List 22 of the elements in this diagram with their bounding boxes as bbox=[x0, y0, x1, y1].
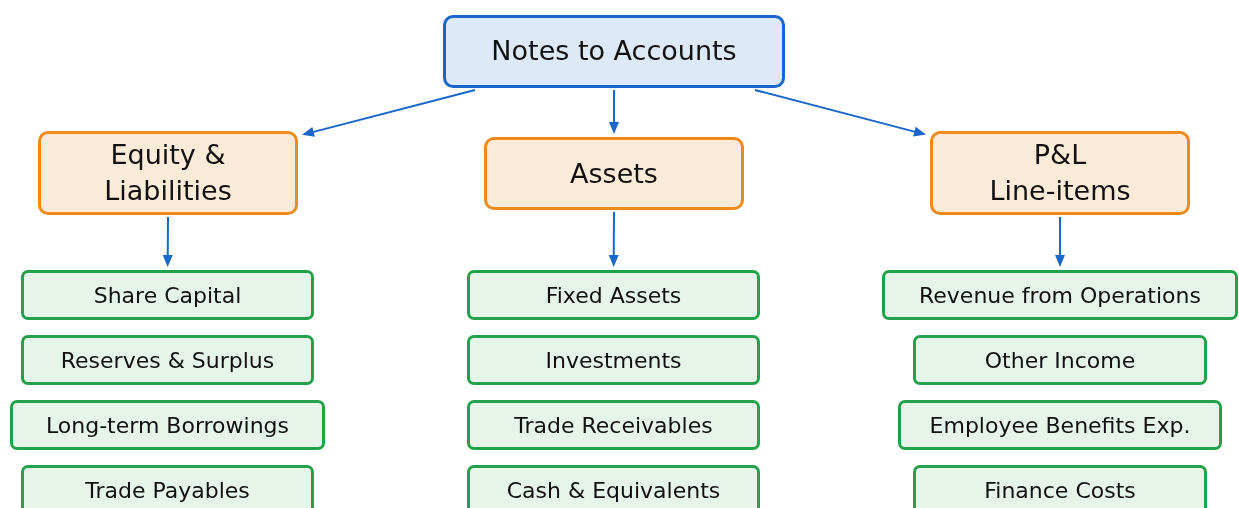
item-box: Employee Benefits Exp. bbox=[898, 400, 1222, 450]
item-box: Long-term Borrowings bbox=[10, 400, 325, 450]
item-box: Investments bbox=[467, 335, 760, 385]
item-box: Trade Payables bbox=[21, 465, 314, 508]
category-box: P&L Line-items bbox=[930, 131, 1190, 215]
arrow bbox=[302, 89, 476, 137]
arrow bbox=[608, 211, 619, 267]
arrow bbox=[754, 89, 926, 137]
item-box: Fixed Assets bbox=[467, 270, 760, 320]
item-box: Finance Costs bbox=[913, 465, 1207, 508]
category-box: Equity & Liabilities bbox=[38, 131, 298, 215]
arrow bbox=[609, 89, 619, 134]
item-box: Cash & Equivalents bbox=[467, 465, 760, 508]
item-box: Other Income bbox=[913, 335, 1207, 385]
arrow bbox=[1055, 216, 1065, 267]
item-box: Revenue from Operations bbox=[882, 270, 1238, 320]
item-box: Reserves & Surplus bbox=[21, 335, 314, 385]
arrow bbox=[162, 216, 173, 267]
item-box: Share Capital bbox=[21, 270, 314, 320]
root-box: Notes to Accounts bbox=[443, 15, 785, 88]
item-box: Trade Receivables bbox=[467, 400, 760, 450]
category-box: Assets bbox=[484, 137, 744, 210]
